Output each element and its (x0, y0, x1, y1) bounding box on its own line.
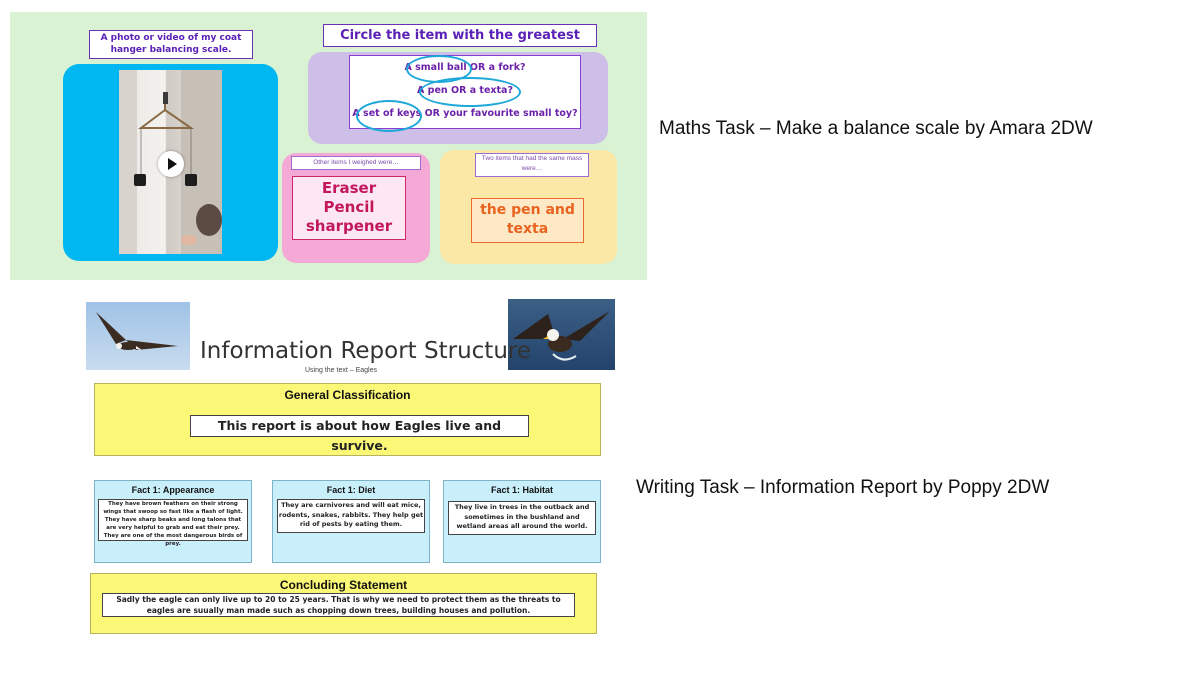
play-icon[interactable] (158, 151, 184, 177)
concluding-heading: Concluding Statement (279, 578, 408, 592)
answer-circle-texta (419, 77, 521, 107)
concluding-text: Sadly the eagle can only live up to 20 t… (102, 593, 575, 617)
question-heading: Circle the item with the greatest mass (323, 24, 597, 64)
fact-text: They live in trees in the outback and so… (448, 501, 596, 535)
classification-box: General Classification This report is ab… (94, 383, 601, 456)
fact-heading: Fact 1: Habitat (490, 485, 553, 495)
coat-hanger-scene (119, 70, 222, 254)
photo-label: A photo or video of my coat hanger balan… (89, 30, 253, 59)
same-mass-card: Two items that had the same mass were… t… (440, 150, 617, 264)
maths-caption: Maths Task – Make a balance scale by Ama… (659, 118, 1093, 139)
report-subtitle: Using the text – Eagles (305, 367, 377, 374)
maths-slide: A photo or video of my coat hanger balan… (10, 12, 647, 280)
writing-caption: Writing Task – Information Report by Pop… (636, 477, 1050, 498)
eagle-flying-illustration (96, 312, 178, 350)
fact-heading: Fact 1: Diet (326, 485, 376, 495)
same-mass-label: Two items that had the same mass were… (475, 153, 589, 177)
fact-card-habitat: Fact 1: Habitat They live in trees in th… (443, 480, 601, 563)
same-mass-box: the pen and texta (471, 198, 584, 243)
classification-text: This report is about how Eagles live and… (190, 415, 529, 453)
weighed-item: sharpener (305, 217, 393, 235)
fact-text: They are carnivores and will eat mice, r… (277, 499, 425, 533)
weighed-items-box: Eraser Pencil sharpener (292, 176, 406, 240)
concluding-box: Concluding Statement Sadly the eagle can… (90, 573, 597, 634)
options-box: A small ball OR a fork? A pen OR a texta… (349, 55, 581, 132)
answer-circle-keys (356, 100, 422, 132)
weighed-item: Eraser (321, 179, 377, 197)
weighed-card: Other items I weighed were… Eraser Penci… (282, 153, 430, 263)
video-card (63, 64, 278, 261)
fact-text: They have brown feathers on their strong… (98, 499, 248, 547)
video-thumbnail[interactable] (119, 70, 222, 254)
weighed-label: Other items I weighed were… (291, 156, 421, 170)
fact-card-diet: Fact 1: Diet They are carnivores and wil… (272, 480, 430, 563)
weighed-item: Pencil (323, 198, 375, 216)
eagle-hunting-photo (508, 299, 615, 370)
same-item: the pen and (480, 202, 575, 218)
report-title: Information Report Structure (200, 338, 531, 364)
eagle-flying-photo (86, 302, 190, 370)
same-item: texta (506, 221, 549, 237)
option-3: A set of keys OR your favourite small to… (352, 108, 578, 119)
fact-card-appearance: Fact 1: Appearance They have brown feath… (94, 480, 252, 563)
classification-heading: General Classification (284, 388, 411, 402)
fact-heading: Fact 1: Appearance (131, 485, 215, 495)
eagle-hunting-illustration (513, 311, 610, 361)
